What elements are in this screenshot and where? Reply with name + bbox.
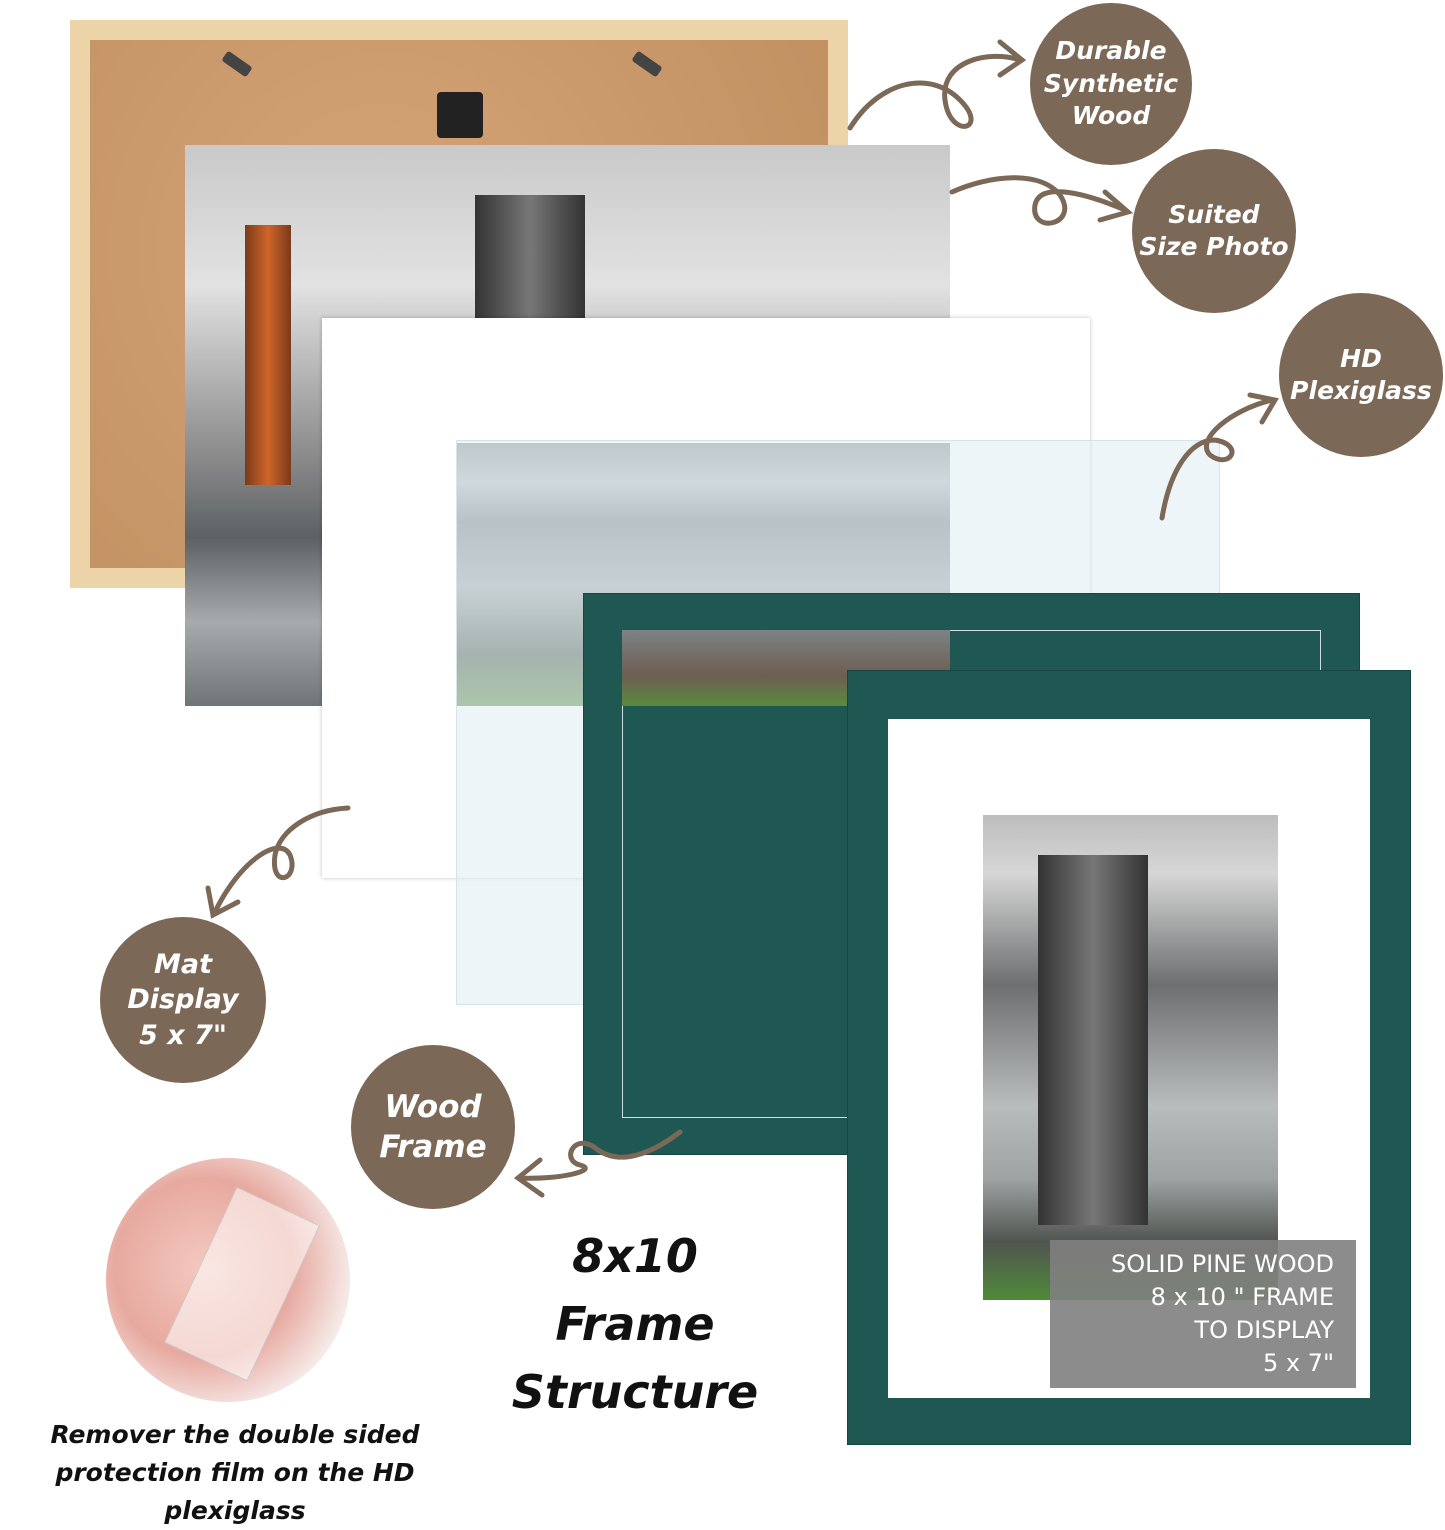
arrow-wood	[517, 1129, 683, 1181]
caption-line: protection film on the HD plexiglass	[55, 1458, 415, 1525]
info-line: 5 x 7"	[1262, 1349, 1334, 1377]
hanger-icon	[437, 92, 483, 138]
film-caption: Remover the double sided protection film…	[0, 1416, 470, 1530]
arrow-head	[1097, 189, 1134, 223]
info-line: 8 x 10 " FRAME	[1150, 1283, 1334, 1311]
callout-hd-plexiglass: HD Plexiglass	[1279, 293, 1443, 457]
caption-line: Remover the double sided	[50, 1420, 420, 1449]
callout-text: Wood Frame	[379, 1088, 487, 1165]
front-photo	[983, 815, 1278, 1300]
callout-text: HD Plexiglass	[1290, 343, 1432, 406]
info-line: TO DISPLAY	[1194, 1316, 1334, 1344]
info-box: SOLID PINE WOOD 8 x 10 " FRAME TO DISPLA…	[1050, 1240, 1356, 1388]
arrow-durable	[847, 53, 1023, 131]
structure-title: 8x10 Frame Structure	[480, 1222, 790, 1426]
title-line: 8x10	[572, 1229, 698, 1283]
info-line: SOLID PINE WOOD	[1111, 1250, 1334, 1278]
title-line: Structure	[511, 1365, 759, 1419]
arrow-head	[1247, 392, 1279, 425]
callout-durable-wood: Durable Synthetic Wood	[1030, 3, 1192, 165]
arrow-suited	[949, 175, 1128, 226]
callout-text: Suited Size Photo	[1139, 199, 1289, 262]
arrow-head	[997, 39, 1027, 78]
arrows-overlay	[205, 39, 1279, 1198]
arrow-head	[513, 1157, 545, 1198]
callout-text: Mat Display 5 x 7"	[127, 949, 239, 1051]
callout-mat-display: Mat Display 5 x 7"	[100, 917, 266, 1083]
peel-film-image	[106, 1158, 350, 1402]
arrow-hd	[1159, 397, 1275, 521]
callout-suited-photo: Suited Size Photo	[1132, 149, 1296, 313]
title-line: Frame	[555, 1297, 715, 1351]
callout-wood-frame: Wood Frame	[351, 1045, 515, 1209]
callout-text: Durable Synthetic Wood	[1043, 36, 1179, 131]
arrow-mat	[212, 805, 351, 915]
arrow-head	[205, 885, 241, 919]
